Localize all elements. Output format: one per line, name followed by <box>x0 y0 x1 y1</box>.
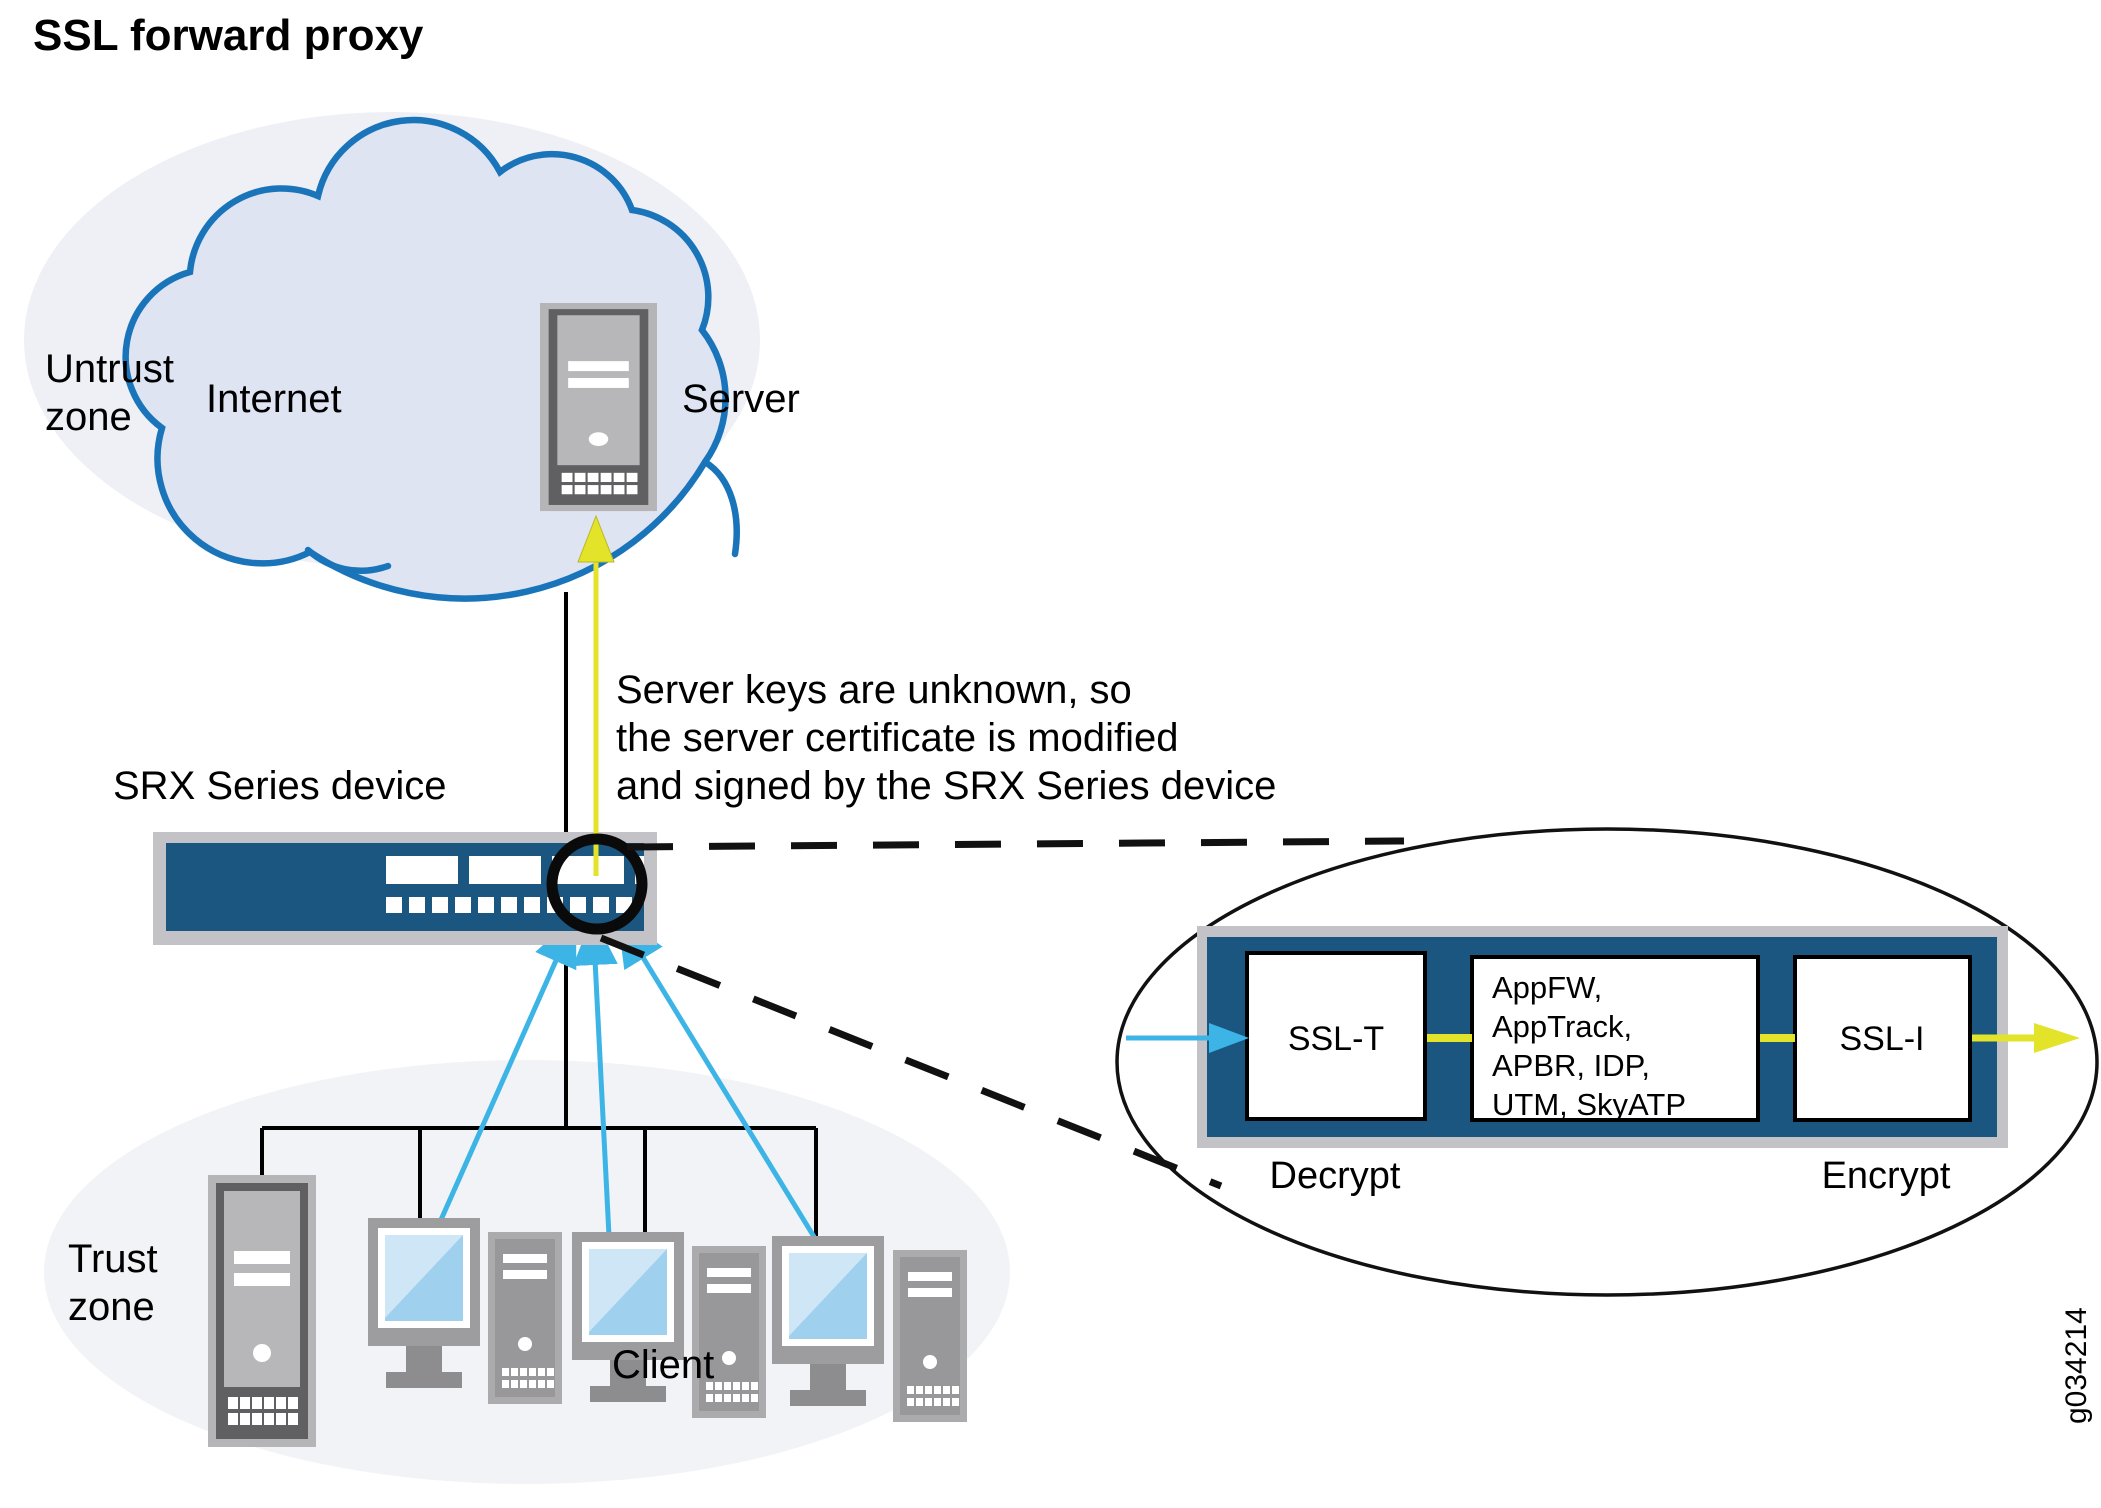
trust-zone-label-line1: Trust <box>68 1237 158 1281</box>
client-label: Client <box>612 1343 714 1387</box>
encrypt-label: Encrypt <box>1822 1155 1951 1197</box>
annotation-line1: Server keys are unknown, so <box>616 668 1132 712</box>
services-line4: UTM, SkyATP <box>1492 1087 1686 1122</box>
services-line3: APBR, IDP, <box>1492 1048 1650 1083</box>
resigned-cert-arrow <box>577 514 615 876</box>
ssl-i-box <box>1793 955 1972 1122</box>
client-tower-icon <box>893 1250 967 1422</box>
client-tower-icon <box>488 1232 562 1404</box>
client-arrow-2 <box>572 915 618 1237</box>
services-line2: AppTrack, <box>1492 1009 1632 1044</box>
untrust-zone-label-line1: Untrust <box>45 347 174 391</box>
page-title: SSL forward proxy <box>33 11 424 60</box>
services-box <box>1470 955 1760 1122</box>
client-arrow-3 <box>617 915 819 1242</box>
server-icon <box>540 303 657 512</box>
ssl-t-label: SSL-T <box>1288 1020 1384 1058</box>
cloud-curl-left <box>304 546 392 574</box>
client-arrow-1 <box>437 915 577 1224</box>
decrypt-label: Decrypt <box>1270 1155 1401 1197</box>
magnifier-circle-icon <box>546 833 648 935</box>
untrust-zone-label-line2: zone <box>45 395 132 439</box>
client-bus-lines <box>260 1126 818 1238</box>
internet-label: Internet <box>206 377 342 421</box>
figure-id-watermark: g034214 <box>2060 1307 2093 1424</box>
trust-zone-label-line2: zone <box>68 1285 155 1329</box>
srx-processing-detail <box>1126 926 2080 1148</box>
annotation-line3: and signed by the SRX Series device <box>616 764 1276 808</box>
ssl-t-box <box>1245 951 1427 1121</box>
callout-leader-lines <box>599 837 1405 1190</box>
leader-line-top <box>626 837 1405 851</box>
client-traffic-arrows <box>437 915 819 1242</box>
cloud-curl-right <box>701 458 740 558</box>
services-line1: AppFW, <box>1492 970 1602 1005</box>
ssl-i-label: SSL-I <box>1839 1020 1924 1058</box>
client-tower-icon <box>692 1246 766 1418</box>
detail-in-arrow <box>1126 1023 1249 1053</box>
server-label: Server <box>682 377 800 421</box>
annotation-line2: the server certificate is modified <box>616 716 1178 760</box>
detail-out-arrow <box>1972 1023 2080 1053</box>
srx-device-label: SRX Series device <box>113 764 446 808</box>
leader-line-bottom <box>599 934 1223 1190</box>
trust-server-icon <box>208 1175 316 1447</box>
